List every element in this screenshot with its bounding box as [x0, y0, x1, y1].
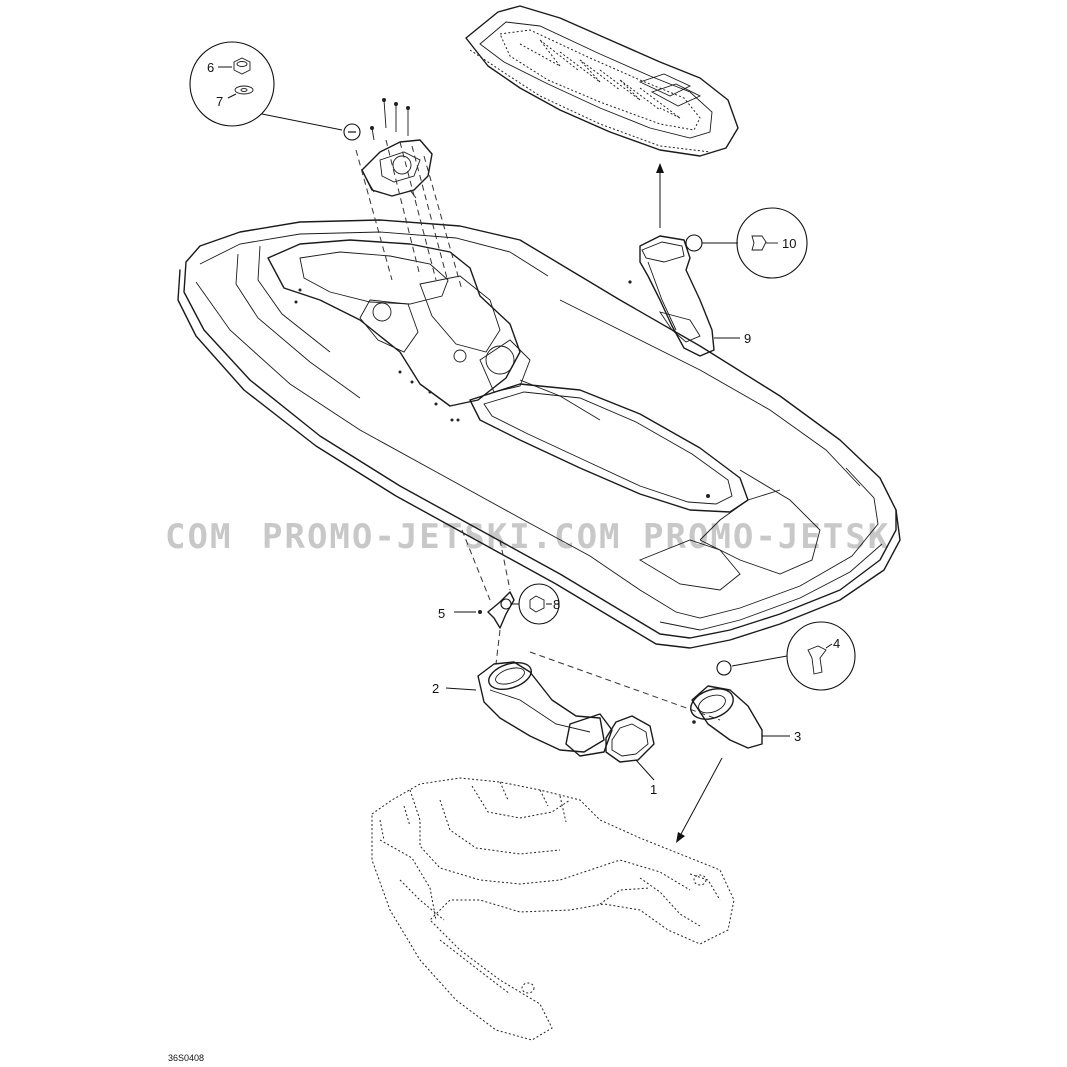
callout-10: 10: [782, 236, 796, 251]
callout-9: 9: [744, 331, 751, 346]
callout-group-10: 10: [685, 207, 808, 279]
watermark: COM PROMO-JETSKI.COM PROMO-JETSK: [165, 517, 890, 557]
callout-7: 7: [216, 94, 223, 109]
arrow-to-lower-frame: [676, 757, 723, 843]
callout-5: 5: [438, 606, 445, 621]
callout-group-8: 8: [500, 583, 560, 625]
watermark-main: PROMO-JETSKI.COM: [262, 517, 622, 557]
gauge-support-part: [355, 98, 463, 291]
drawing-code: 36S0408: [168, 1053, 204, 1063]
callout-6: 6: [207, 60, 214, 75]
callout-3: 3: [794, 729, 801, 744]
watermark-right: PROMO-JETSK: [643, 517, 890, 557]
duct-part-3: 3: [690, 685, 801, 749]
callout-8: 8: [553, 597, 560, 612]
lower-frame-part: [371, 777, 735, 1041]
callout-group-4: 4: [716, 621, 856, 691]
gasket-part-1: 1: [605, 715, 657, 797]
callout-1: 1: [650, 782, 657, 797]
arrow-to-top-cover: [656, 163, 664, 228]
support-screws: [370, 98, 410, 141]
callout-group-6-7: 6 7: [189, 41, 361, 141]
hull-mounting-holes: [294, 288, 710, 498]
callout-2: 2: [432, 681, 439, 696]
air-duct-part-9: 9: [628, 235, 751, 357]
duct-part-2: 2: [432, 651, 721, 757]
callout-4: 4: [833, 636, 840, 651]
hull-part: [177, 219, 901, 649]
top-cover-part: [465, 5, 739, 157]
watermark-left: COM: [165, 517, 232, 557]
